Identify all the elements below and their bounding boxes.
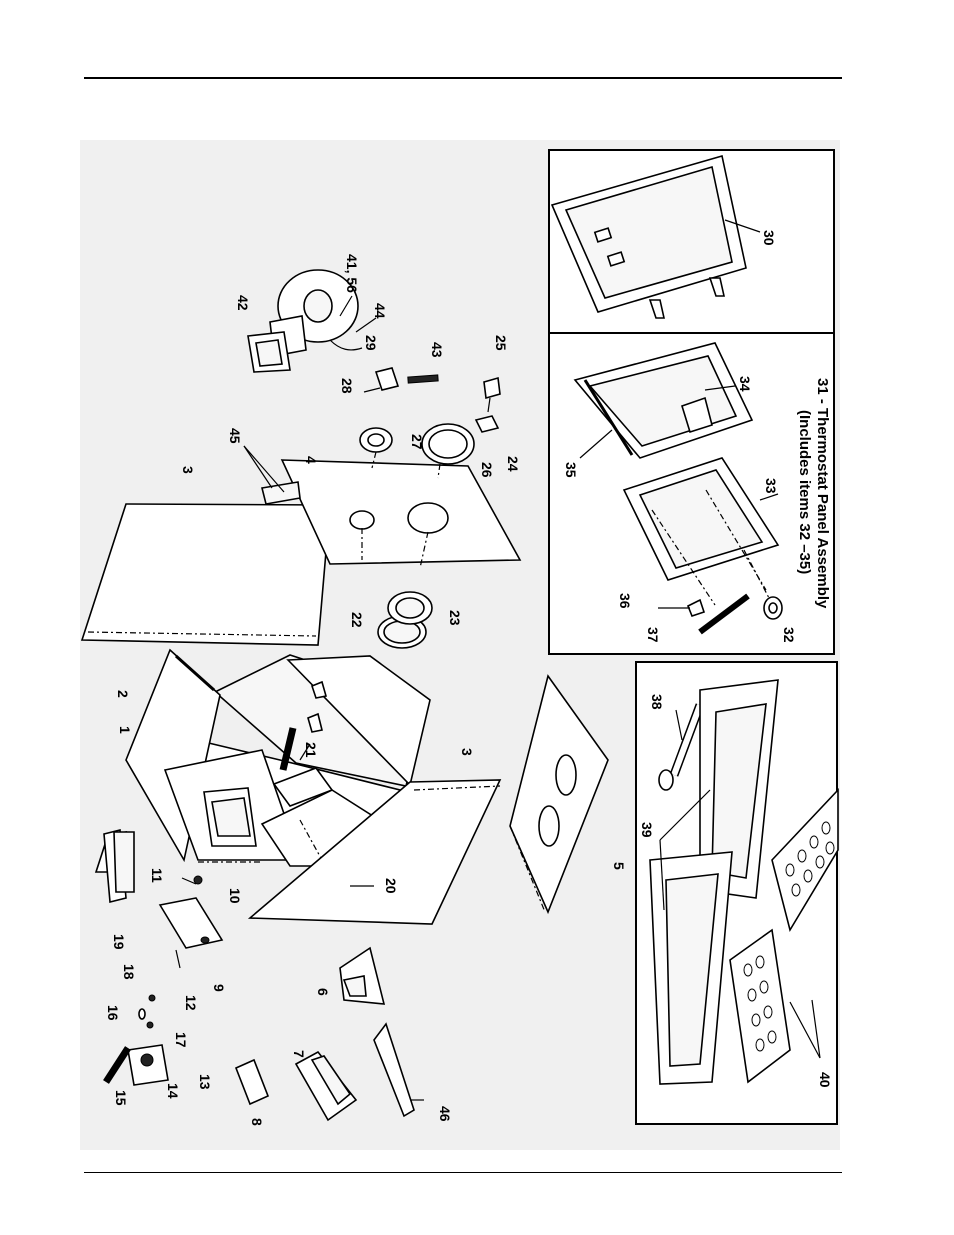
callout-label: 22: [349, 612, 365, 628]
callout-label: 27: [409, 434, 425, 450]
callout-label: 10: [227, 888, 243, 904]
inset-caption-line2: (Includes items 32 –35): [796, 410, 813, 574]
callout-label: 11: [149, 868, 165, 883]
callout-label: 3: [459, 748, 475, 756]
callout-label: 8: [249, 1118, 265, 1126]
callout-label: 3: [180, 466, 196, 474]
callout-label: 37: [645, 627, 661, 643]
callout-label: 41, 56: [344, 254, 360, 293]
callout-label: 34: [737, 376, 753, 392]
parts-24-25: [476, 378, 500, 432]
inset-caption-line1: 31 - Thermostat Panel Assembly: [814, 378, 831, 609]
callout-label: 4: [303, 456, 319, 464]
part-5-floor: [510, 676, 608, 912]
parts-28-29-43: [364, 368, 438, 392]
callout-label: 20: [383, 878, 399, 894]
part-6-shelf: [340, 948, 384, 1004]
callout-label: 44: [372, 303, 388, 319]
callout-label: 32: [781, 627, 797, 643]
callout-label: 7: [291, 1050, 307, 1058]
callout-label: 46: [437, 1106, 453, 1122]
part-7-bracket: [296, 1052, 356, 1120]
callout-label: 28: [339, 378, 355, 394]
callout-label: 40: [817, 1072, 833, 1088]
callout-label: 1: [117, 726, 133, 734]
callout-label: 45: [227, 428, 243, 444]
callout-label: 5: [611, 862, 627, 870]
part-42-gasket: [248, 332, 290, 372]
callout-label: 16: [105, 1005, 121, 1021]
callout-label: 42: [235, 295, 251, 311]
callout-label: 13: [197, 1074, 213, 1090]
callout-label: 15: [113, 1090, 129, 1106]
callout-label: 30: [761, 230, 777, 246]
part-9-plate: [160, 862, 260, 968]
callout-label: 9: [211, 984, 227, 992]
callout-label: 39: [639, 822, 655, 838]
callout-label: 18: [121, 964, 137, 980]
callout-label: 23: [447, 610, 463, 626]
callout-label: 21: [303, 742, 319, 758]
part-46-tray: [374, 1024, 424, 1116]
callout-label: 35: [563, 462, 579, 478]
part-3-top-panel: [82, 504, 330, 645]
parts-22-23-collar: [378, 592, 432, 648]
callout-label: 19: [111, 934, 127, 950]
callout-label: 33: [763, 478, 779, 494]
callout-label: 17: [173, 1032, 189, 1048]
part-19-drawer: [96, 830, 134, 902]
callout-label: 14: [165, 1083, 181, 1099]
callout-label: 12: [183, 995, 199, 1011]
callout-label: 36: [617, 593, 633, 609]
callout-label: 43: [429, 342, 445, 358]
callout-label: 2: [115, 690, 131, 698]
callout-label: 29: [363, 335, 379, 351]
callout-label: 24: [505, 456, 521, 472]
callout-label: 6: [315, 988, 331, 996]
part-8-box: [236, 1060, 268, 1104]
callout-label: 26: [479, 462, 495, 478]
callout-label: 38: [649, 694, 665, 710]
callout-label: 25: [493, 335, 509, 351]
